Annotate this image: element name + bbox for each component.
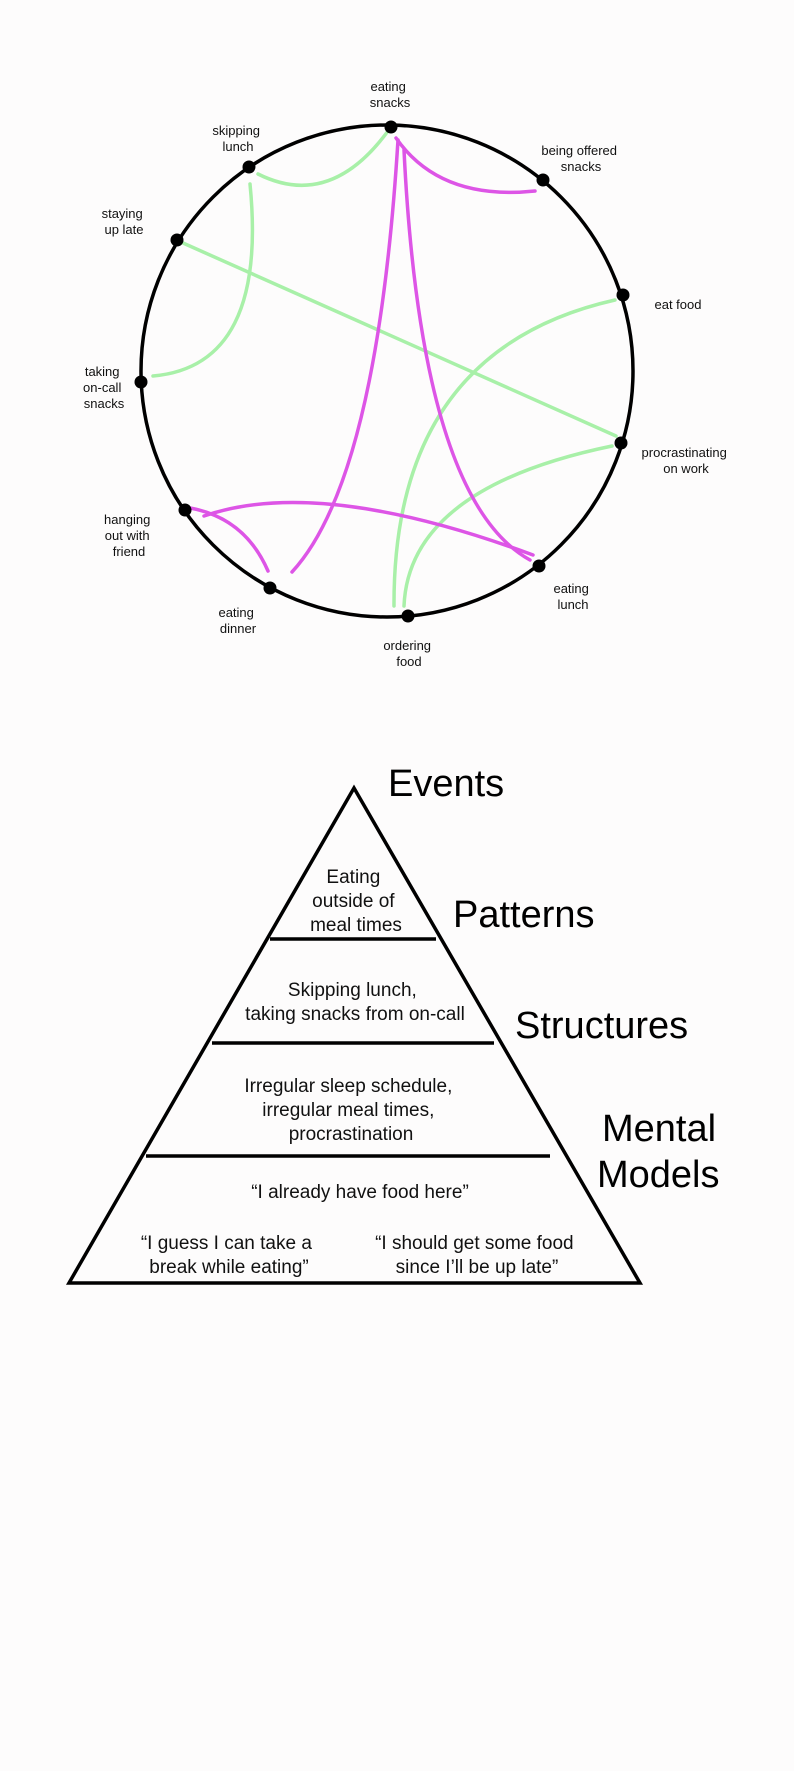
link-hanging-to-lunch: [202, 500, 535, 557]
label-eating-snacks: eating snacks: [370, 79, 411, 110]
tier-models-left-text: “I guess I can take a break while eating…: [141, 1233, 317, 1278]
loop-node-labels: eating snacks being offered snacks eat f…: [83, 79, 731, 669]
tier-line: outside of: [312, 891, 395, 912]
label-eating-lunch: eating lunch: [553, 581, 592, 612]
label-line: up late: [104, 222, 143, 237]
link-hanging-to-dinner: [188, 506, 270, 573]
label-line: eat food: [655, 297, 702, 312]
label-line: eating: [553, 581, 588, 596]
loop-diagram: eating snacks being offered snacks eat f…: [83, 79, 731, 669]
tier-line: “I should get some food: [375, 1233, 574, 1254]
tier-line: taking snacks from on-call: [245, 1004, 465, 1025]
tier-patterns-text: Skipping lunch, taking snacks from on-ca…: [245, 980, 465, 1025]
label-line: procrastinating: [642, 445, 727, 460]
node-ordering-food: [401, 609, 415, 623]
label-line: being offered: [541, 143, 617, 158]
level-structures: Structures: [515, 1005, 688, 1047]
link-stayingup-to-procrastinating: [181, 241, 618, 438]
label-line: lunch: [222, 139, 253, 154]
tier-line: irregular meal times,: [262, 1100, 434, 1121]
loop-ring: [139, 123, 635, 619]
label-procrastinating: procrastinating on work: [642, 445, 731, 476]
link-skipping-to-oncall: [151, 182, 255, 378]
node-procrastinating: [614, 436, 628, 450]
pyramid-outline: [65, 784, 644, 1285]
level-events: Events: [388, 763, 504, 805]
level-mental: Mental: [602, 1108, 716, 1150]
node-eating-lunch: [532, 559, 546, 573]
tier-line: since I’ll be up late”: [396, 1257, 559, 1278]
label-line: staying: [102, 206, 143, 221]
tier-structures-text: Irregular sleep schedule, irregular meal…: [244, 1076, 457, 1145]
balancing-links: [151, 129, 618, 608]
label-taking-oncall-snacks: taking on-call snacks: [83, 364, 125, 411]
label-being-offered-snacks: being offered snacks: [541, 143, 620, 174]
link-procrastinating-to-ordering: [402, 444, 614, 608]
node-staying-up-late: [170, 233, 184, 247]
iceberg-pyramid: Events Patterns Structures Mental Models…: [65, 763, 720, 1285]
label-line: snacks: [370, 95, 411, 110]
label-line: eating: [218, 605, 253, 620]
node-eat-food: [616, 288, 630, 302]
tier-models-top-text: “I already have food here”: [251, 1182, 469, 1203]
label-line: skipping: [212, 123, 260, 138]
node-taking-oncall-snacks: [134, 375, 148, 389]
node-skipping-lunch: [242, 160, 256, 174]
tier-line: Skipping lunch,: [288, 980, 417, 1001]
link-snacks-to-dinner: [290, 138, 400, 574]
loop-nodes: [134, 120, 630, 623]
tier-events-text: Eating outside of meal times: [310, 867, 402, 936]
link-snacks-to-offered: [394, 136, 537, 195]
label-line: lunch: [557, 597, 588, 612]
label-ordering-food: ordering food: [383, 638, 434, 669]
label-line: dinner: [220, 621, 257, 636]
tier-line: Irregular sleep schedule,: [244, 1076, 452, 1097]
tier-line: break while eating”: [149, 1257, 308, 1278]
node-hanging-out: [178, 503, 192, 517]
node-being-offered-snacks: [536, 173, 550, 187]
node-eating-snacks: [384, 120, 398, 134]
level-models: Models: [597, 1154, 720, 1196]
label-line: taking: [85, 364, 120, 379]
label-hanging-out: hanging out with friend: [104, 512, 154, 559]
tier-models-right-text: “I should get some food since I’ll be up…: [375, 1233, 579, 1278]
label-eat-food: eat food: [655, 297, 702, 312]
tier-line: procrastination: [289, 1124, 414, 1145]
reinforcing-links: [188, 136, 537, 574]
label-line: snacks: [561, 159, 602, 174]
label-line: food: [396, 654, 421, 669]
tier-line: “I guess I can take a: [141, 1233, 313, 1254]
link-skipping-to-snacks: [256, 129, 390, 188]
label-line: out with: [105, 528, 150, 543]
label-staying-up-late: staying up late: [102, 206, 147, 237]
label-line: snacks: [84, 396, 125, 411]
label-line: hanging: [104, 512, 150, 527]
tier-line: meal times: [310, 915, 402, 936]
tier-line: Eating: [326, 867, 380, 888]
label-line: eating: [370, 79, 405, 94]
level-labels: Events Patterns Structures Mental Models: [388, 763, 720, 1196]
node-eating-dinner: [263, 581, 277, 595]
label-skipping-lunch: skipping lunch: [212, 123, 263, 154]
label-line: friend: [113, 544, 146, 559]
label-line: on-call: [83, 380, 121, 395]
label-line: on work: [663, 461, 709, 476]
link-eatfood-to-ordering: [392, 298, 617, 608]
label-eating-dinner: eating dinner: [218, 605, 257, 636]
label-line: ordering: [383, 638, 431, 653]
level-patterns: Patterns: [453, 894, 595, 936]
link-snacks-to-lunch: [402, 148, 532, 562]
